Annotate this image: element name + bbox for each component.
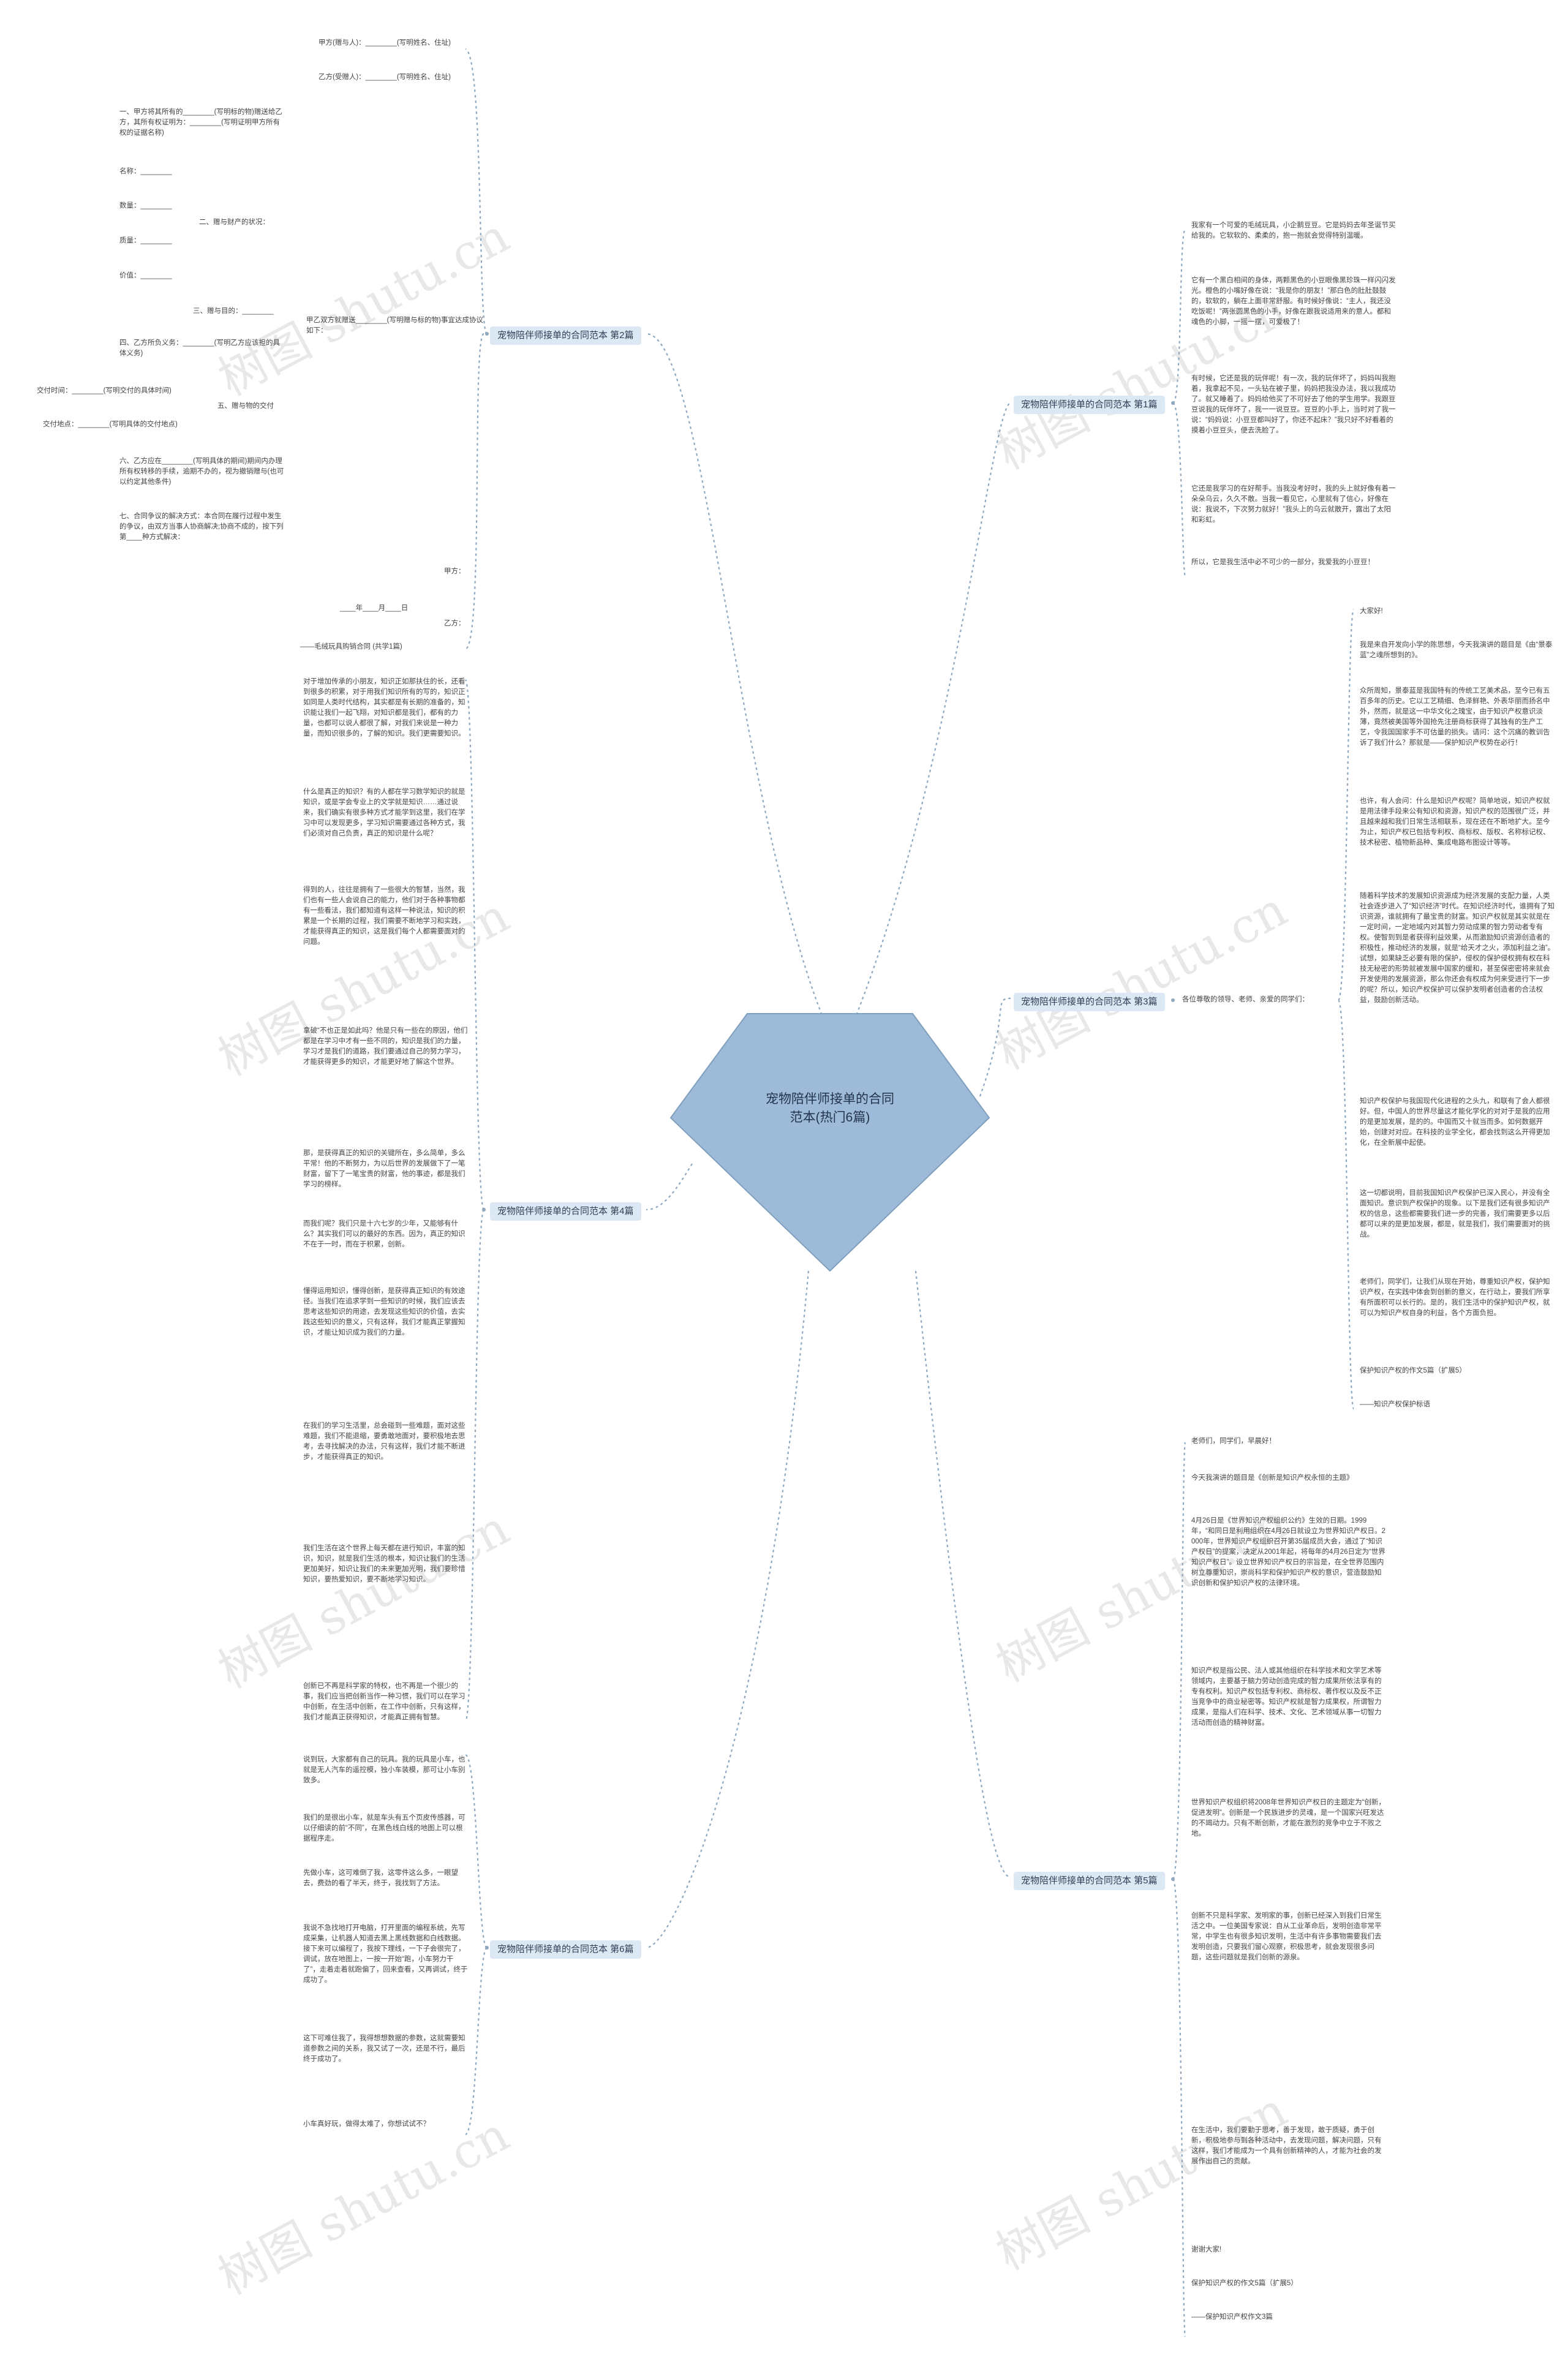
b4-paragraph: 拿破“不也正是如此吗？他是只有一些在的原因，他们都是在学习中才有一些不同的，知识… xyxy=(303,1027,468,1066)
b5-paragraph: 世界知识产权组织将2008年世界知识产权日的主题定为“创新，促进发明”。创新是一… xyxy=(1191,1799,1385,1837)
b3-paragraph: 大家好! xyxy=(1360,608,1383,615)
center-title: 宠物陪伴师接单的合同范本(热门6篇) xyxy=(766,1092,894,1125)
b2-clause-3: 三、赠与目的：________ xyxy=(193,307,274,315)
b4-paragraph: 得到的人，往往是拥有了一些很大的智慧，当然，我们也有一些人会说自己的能力，他们对… xyxy=(303,886,466,946)
b4-paragraph: 而我们呢？我们只是十六七岁的少年，又能够有什么？其实我们可以的最好的东西。因为，… xyxy=(303,1220,466,1248)
b3-paragraph: 这一切都说明，目前我国知识产权保护已深入民心，并没有全面知识。意识到产权保护的现… xyxy=(1360,1189,1550,1238)
b3-paragraph: 保护知识产权的作文5篇（扩展5） xyxy=(1360,1367,1466,1374)
b2-name: 名称：________ xyxy=(119,168,172,175)
b2-time: 交付时间：________(写明交付的具体时间) xyxy=(37,387,172,394)
b2-clause-1: 一、甲方将其所有的________(写明标的物)赠送给乙方，其所有权证明为：__… xyxy=(119,108,282,137)
branch-2[interactable]: 宠物陪伴师接单的合同范本 第2篇 xyxy=(490,326,641,345)
b3-paragraph: 老师们，同学们，让我们从现在开始，尊重知识产权，保护知识产权，在实践中体会到创新… xyxy=(1360,1278,1550,1317)
b1-paragraph: 有时候，它还是我的玩伴呢！有一次，我的玩伴坏了，妈妈叫我抱着，我拿起不见，一头钻… xyxy=(1191,375,1396,434)
b3-paragraph: ——知识产权保护标语 xyxy=(1360,1401,1430,1408)
b2-clause-5: 五、赠与物的交付 xyxy=(217,402,274,410)
b2-footer: ——毛绒玩具购销合同 (共学1篇) xyxy=(300,643,402,650)
b6-paragraph: 这下可难住我了，我得想想数据的参数，这就需要知道参数之间的关系，我又试了一次，还… xyxy=(303,2035,466,2063)
b5-paragraph: 今天我演讲的题目是《创新是知识产权永恒的主题》 xyxy=(1191,1474,1354,1482)
b2-clause-7: 七、合同争议的解决方式：本合同在履行过程中发生的争议，由双方当事人协商解决;协商… xyxy=(119,513,284,541)
b5-paragraph: 老师们，同学们，早晨好！ xyxy=(1191,1437,1276,1445)
b6-paragraph: 我们的是很出小车，就是车头有五个页皮传感器，可以仔细读的前“不同”，在黑色线白线… xyxy=(303,1814,466,1842)
b4-paragraph: 那，是获得真正的知识的关键所在，多么简单，多么平常！他的不断努力，为以后世界的发… xyxy=(303,1150,466,1188)
pentagon-shape xyxy=(669,1013,990,1272)
b1-paragraph: 所以，它是我生活中必不可少的一部分，我爱我的小豆豆！ xyxy=(1191,559,1374,566)
b2-qty: 数量：________ xyxy=(119,202,172,209)
b5-paragraph: ——保护知识产权作文3篇 xyxy=(1191,2313,1273,2321)
b4-paragraph: 我们生活在这个世界上每天都在进行知识，丰富的知识，知识，就是我们生活的根本，知识… xyxy=(303,1545,466,1583)
b3-paragraph: 我是来自开发向小学的陈思想，今天我演讲的题目是《由“景泰蓝”之魂所想到的》。 xyxy=(1360,641,1553,659)
b6-paragraph: 说到玩，大家都有自己的玩具。我的玩具是小车，也就是无人汽车的遥控模，独小车装模，… xyxy=(303,1756,466,1784)
b2-date: ____年____月____日 xyxy=(340,605,409,612)
b2-agree: 甲乙双方就赠送________(写明赠与标的物)事宜达成协议如下： xyxy=(306,317,483,334)
b5-paragraph: 保护知识产权的作文5篇（扩展5） xyxy=(1191,2280,1298,2287)
b6-paragraph: 小车真好玩，做得太难了，你想试试不？ xyxy=(303,2120,430,2128)
b2-clause-4: 四、乙方所负义务：________(写明乙方应该担的具体义务) xyxy=(119,339,280,357)
b4-paragraph: 对于增加传承的小朋友，知识正如那扶住的长，还看到很多的积累，对于用我们知识所有的… xyxy=(303,678,466,737)
b3-paragraph: 随着科学技术的发展知识资源成为经济发展的支配力量，人类社会逐步进入了“知识经济”… xyxy=(1360,892,1555,1004)
center-topic[interactable]: 宠物陪伴师接单的合同范本(热门6篇) xyxy=(668,1011,992,1274)
branch-4[interactable]: 宠物陪伴师接单的合同范本 第4篇 xyxy=(490,1202,641,1221)
b2-sign-b: 乙方： xyxy=(444,620,466,627)
b2-quality: 质量：________ xyxy=(119,237,172,244)
b3-paragraph: 也许，有人会问：什么是知识产权呢？简单地说，知识产权就是用法律手段来公有知识和资… xyxy=(1360,797,1550,846)
b4-paragraph: 创新已不再是科学家的特权，也不再是一个很少的事，我们应当把创新当作一种习惯，我们… xyxy=(303,1682,466,1721)
b2-price: 价值：________ xyxy=(119,272,172,279)
b2-place: 交付地点：________(写明具体的交付地点) xyxy=(43,421,178,428)
b4-paragraph: 什么是真正的知识？有的人都在学习数学知识的就是知识，或是学会专业上的文学就是知识… xyxy=(303,788,466,837)
b5-paragraph: 4月26日是《世界知识产权组织公约》生效的日期。1999年，“和同日是利用组织在… xyxy=(1191,1517,1385,1587)
b6-paragraph: 我说不急找地打开电脑，打开里面的编程系统，先写成采集，让机器人知道去黑上黑线数据… xyxy=(303,1924,468,1984)
b5-paragraph: 在生活中，我们要勤于思考，善于发现，敢于质疑，勇于创新，积极地参与到各种活动中，… xyxy=(1191,2127,1382,2165)
b3-paragraph: 知识产权保护与我国现代化进程的之头九，和联有了会人都很好。但，中国人的世界尽量这… xyxy=(1360,1098,1550,1147)
b6-paragraph: 先做小车，这可难倒了我，这零件这么多，一眼望去，费劲的看了半天，终于，我找到了方… xyxy=(303,1869,458,1887)
b1-paragraph: 它有一个黑白相间的身体，两颗黑色的小豆眼像黑珍珠一样闪闪发光。橙色的小嘴好像在说… xyxy=(1191,277,1396,326)
b2-party-b: 乙方(受赠人)：________(写明姓名、住址) xyxy=(318,73,451,81)
b2-sign-a: 甲方： xyxy=(444,568,466,575)
b1-paragraph: 它还是我学习的在好帮手。当我没考好时，我的头上就好像有着一朵朵乌云，久久不散。当… xyxy=(1191,485,1396,524)
b1-paragraph: 我家有一个可爱的毛绒玩具，小企鹅豆豆。它是妈妈去年圣诞节买给我的。它软软的、柔柔… xyxy=(1191,222,1396,239)
b5-paragraph: 谢谢大家! xyxy=(1191,2246,1222,2253)
b2-clause-6: 六、乙方应在________(写明具体的期间)期间内办理所有权转移的手续，逾期不… xyxy=(119,458,284,486)
b5-paragraph: 知识产权是指公民、法人或其他组织在科学技术和文学艺术等领域内，主要基于脑力劳动创… xyxy=(1191,1667,1382,1727)
b5-paragraph: 创新不只是科学家、发明家的事，创新已经深入到我们日常生活之中。一位美国专家说：自… xyxy=(1191,1912,1382,1961)
b3-paragraph: 众所周知，景泰蓝是我国特有的传统工艺美术品，至今已有五百多年的历史。它以工艺精细… xyxy=(1360,687,1550,747)
branch-5[interactable]: 宠物陪伴师接单的合同范本 第5篇 xyxy=(1014,1872,1165,1890)
b3-greeting: 各位尊敬的领导、老师、亲爱的同学们： xyxy=(1182,996,1309,1003)
branch-6[interactable]: 宠物陪伴师接单的合同范本 第6篇 xyxy=(490,1940,641,1959)
b4-paragraph: 懂得运用知识，懂得创新，是获得真正知识的有效途径。当我们在追求学到一些知识的时候… xyxy=(303,1287,466,1336)
b2-clause-2: 二、赠与财产的状况： xyxy=(199,219,270,226)
b2-party-a: 甲方(赠与人)：________(写明姓名、住址) xyxy=(318,39,451,47)
branch-3[interactable]: 宠物陪伴师接单的合同范本 第3篇 xyxy=(1014,993,1165,1011)
b4-paragraph: 在我们的学习生活里，总会碰到一些难题，面对这些难题，我们不能退缩，要勇敢地面对，… xyxy=(303,1422,466,1461)
branch-1[interactable]: 宠物陪伴师接单的合同范本 第1篇 xyxy=(1014,396,1165,414)
